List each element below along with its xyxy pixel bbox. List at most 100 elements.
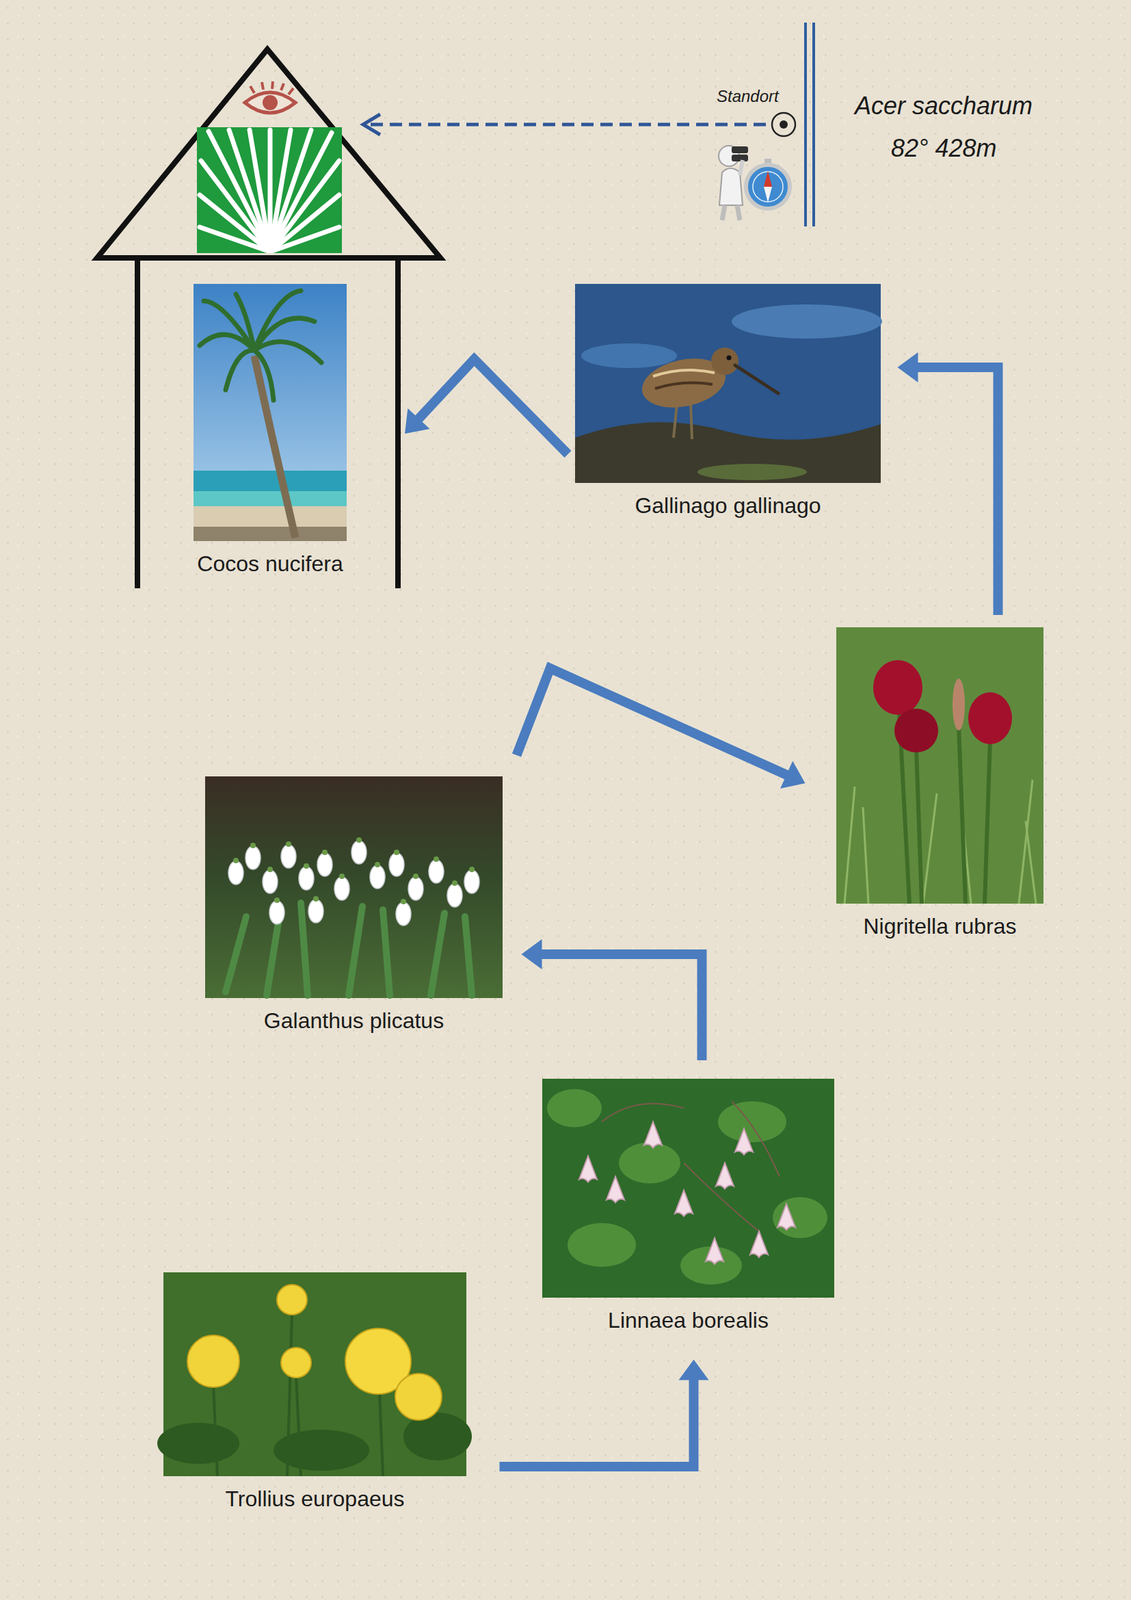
globeflower-photo-part-part: [157, 1422, 240, 1464]
snipe-photo-part: [697, 463, 807, 481]
twinflower-photo-part: [606, 1176, 625, 1203]
species-caption: Galanthus plicatus: [202, 1007, 506, 1034]
eye-symbol-part: [262, 95, 278, 111]
coconut-palm-photo-part: [193, 526, 347, 541]
snowdrop-photo-part-part: [348, 906, 363, 995]
palm-leaf-logo-part-part: [249, 129, 271, 252]
eye-symbol-part: [281, 83, 284, 91]
coconut-palm-photo-part: [199, 290, 322, 401]
photo-card: Gallinago gallinago: [572, 283, 884, 519]
location-symbol-part: [772, 112, 796, 137]
snowdrop-photo-part: [269, 897, 285, 924]
twinflower-photo-part-part: [717, 1100, 787, 1142]
boundary-double-line-part: [804, 22, 807, 227]
twinflower-photo-part-part: [731, 1100, 780, 1177]
snipe-photo-part: [690, 403, 693, 439]
snowdrop-photo-part-part: [300, 902, 308, 995]
snowdrop-photo-part: [317, 849, 333, 876]
palm-leaf-logo-part-part: [270, 194, 340, 252]
tree-name: Acer saccharum: [854, 90, 1033, 121]
orchid-photo-part: [844, 779, 1036, 904]
arrow-head: [404, 408, 431, 434]
globeflower-photo-part: [187, 1334, 240, 1387]
snowdrop-photo: [205, 776, 503, 998]
twinflower-photo-part: [715, 1162, 734, 1189]
flow-arrow: [897, 352, 999, 615]
snipe-photo-part: [711, 347, 739, 375]
orchid-photo-part-part: [958, 724, 966, 904]
globeflower-photo-part-part: [379, 1391, 383, 1476]
snowdrop-photo-part-part: [464, 916, 472, 995]
globeflower-photo-part: [281, 1347, 312, 1378]
eye-symbol: [244, 81, 296, 113]
palm-leaf-logo: [196, 127, 342, 254]
snowdrop-photo-part: [298, 862, 314, 890]
snowdrop-photo-part: [395, 898, 411, 926]
eye-symbol-part: [272, 81, 273, 89]
twinflower-photo-part: [777, 1203, 796, 1230]
globeflower-photo-part: [276, 1284, 308, 1315]
twinflower-photo-part-part: [618, 1141, 681, 1183]
compass-icon-part: [746, 164, 790, 209]
binocular-figure-part: [722, 205, 725, 221]
globeflower-photo-part: [157, 1412, 472, 1471]
twinflower-photo-part: [750, 1230, 768, 1257]
snipe-photo-part: [731, 304, 883, 339]
twinflower-photo-part-part: [772, 1196, 828, 1238]
photo-card: Nigritella rubras: [833, 627, 1047, 939]
orchid-photo-part-part: [1025, 820, 1036, 904]
orchid-photo-part-part: [862, 806, 869, 904]
compass-icon-part: [752, 171, 783, 202]
orchid-photo-part-part: [984, 738, 991, 904]
binocular-figure-part: [731, 154, 749, 162]
species-caption: Trollius europaeus: [160, 1485, 470, 1512]
boundary-double-line: [805, 22, 814, 227]
snowdrop-photo-part: [351, 836, 367, 864]
photo-card: Linnaea borealis: [539, 1078, 837, 1333]
snipe-photo-part: [735, 365, 779, 394]
species-caption: Linnaea borealis: [539, 1306, 837, 1333]
boundary-double-line-part: [812, 22, 816, 227]
arrow-shaft: [417, 358, 568, 455]
orchid-photo-part: [952, 678, 965, 731]
snipe-photo-part: [575, 421, 881, 483]
house-outline-part: [395, 257, 401, 589]
twinflower-photo-part: [735, 1128, 753, 1155]
eye-symbol-part: [288, 88, 294, 95]
orchid-photo-part: [968, 692, 1013, 744]
location-symbol-part: [779, 120, 788, 129]
snowdrop-photo-part-part: [225, 916, 247, 992]
location-label: Standort: [716, 86, 779, 107]
house-outline-part: [134, 257, 141, 589]
coconut-palm-photo-part-part: [225, 350, 255, 390]
orchid-photo: [836, 627, 1044, 904]
species-caption: Gallinago gallinago: [572, 492, 884, 519]
photo-card: Cocos nucifera: [190, 283, 350, 577]
snowdrop-photo-part-part: [430, 912, 445, 995]
arrow-head: [679, 1358, 710, 1380]
coconut-palm-photo-part: [193, 506, 347, 541]
house-outline-part: [97, 49, 441, 258]
palm-leaf-logo-part-part: [229, 129, 271, 252]
palm-leaf-logo-part-part: [270, 227, 340, 252]
snowdrop-photo-part: [205, 776, 503, 998]
snipe-photo-part: [581, 343, 677, 368]
snipe-photo-part: [673, 403, 677, 438]
twinflower-photo-part-part: [547, 1088, 602, 1127]
twinflower-photo-part: [542, 1078, 835, 1298]
coconut-palm-photo-part-part: [254, 350, 274, 401]
arrow-shaft: [499, 1377, 695, 1467]
eye-symbol-part: [250, 86, 255, 93]
snowdrop-photo-part-part: [382, 909, 390, 995]
arrow-shaft: [516, 668, 788, 776]
palm-leaf-logo-part-part: [201, 160, 271, 252]
snowdrop-photo-part: [464, 866, 480, 894]
location-symbol: [772, 112, 796, 137]
photo-card: Galanthus plicatus: [202, 776, 506, 1034]
snowdrop-photo-part: [225, 902, 472, 995]
orchid-photo-part: [836, 627, 1044, 904]
coconut-palm-photo-part-part: [254, 290, 301, 351]
